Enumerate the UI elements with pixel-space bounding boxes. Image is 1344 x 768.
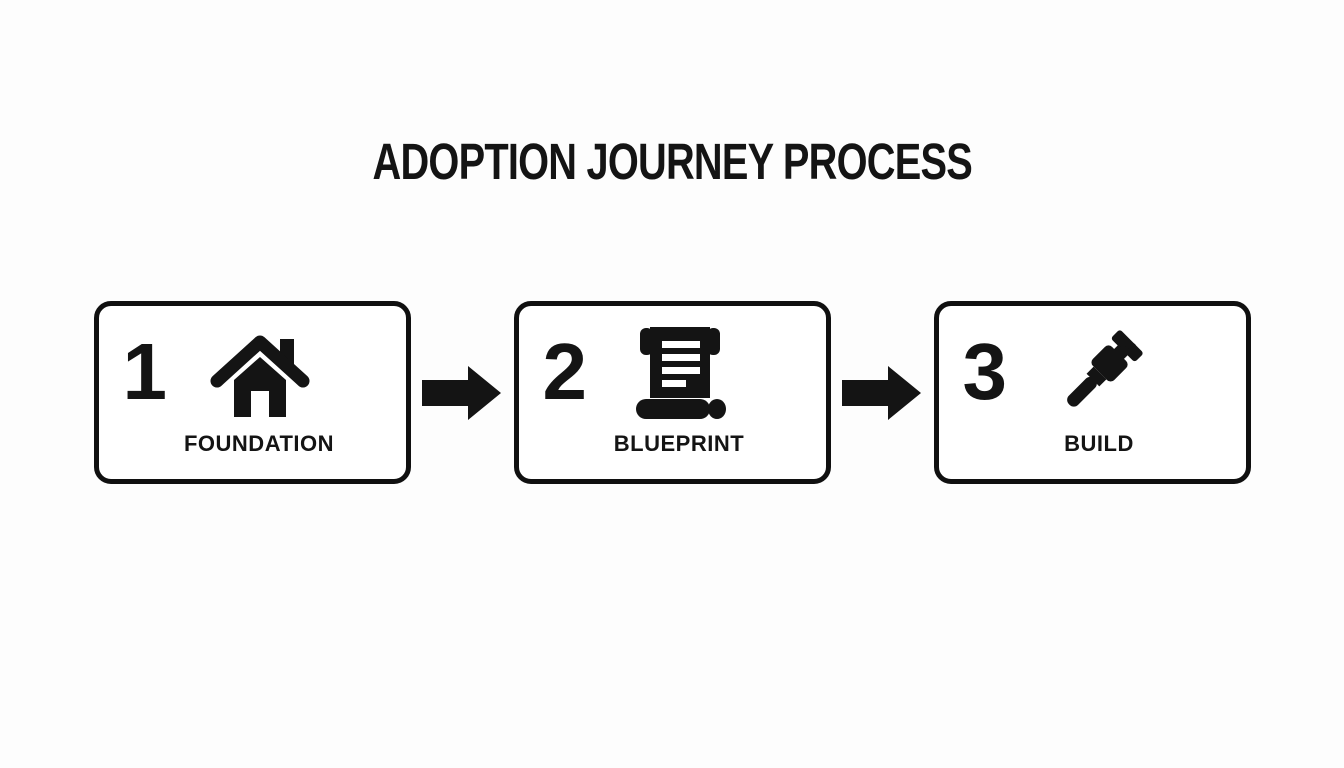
arrow-right-icon: [842, 365, 922, 421]
process-row: 1 FOUNDATION 2: [0, 301, 1344, 484]
step-box-build: 3 BUILD: [933, 301, 1251, 484]
step-number: 1: [122, 327, 168, 416]
step-label: FOUNDATION: [183, 431, 335, 456]
step-number: 2: [542, 327, 588, 416]
title-area: ADOPTION JOURNEY PROCESS: [0, 132, 1344, 191]
house-icon: [210, 325, 310, 421]
connector: [831, 365, 934, 421]
connector: [411, 365, 514, 421]
diagram-title: ADOPTION JOURNEY PROCESS: [372, 133, 972, 190]
hammer-icon: [1056, 325, 1144, 421]
step-label: BUILD: [1064, 431, 1134, 456]
step-box-blueprint: 2 BLUEPRINT: [513, 301, 831, 484]
step-number: 3: [962, 327, 1008, 416]
step-label: BLUEPRINT: [613, 431, 745, 456]
step-box-foundation: 1 FOUNDATION: [93, 301, 411, 484]
arrow-right-icon: [422, 365, 502, 421]
scroll-icon: [632, 325, 728, 421]
